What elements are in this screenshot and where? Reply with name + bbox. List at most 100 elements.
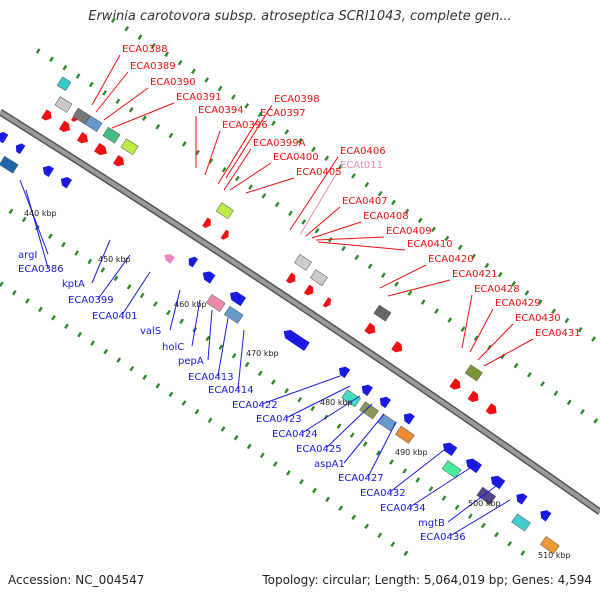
track-dot [460,326,466,332]
track-dot [271,120,276,126]
track-dot [524,290,530,296]
track-dot [100,267,106,273]
coordinate-tick-label: 500 kbp [468,499,501,508]
track-dot [480,522,486,529]
track-dot [312,487,317,494]
track-dot [137,34,143,40]
reverse-gene-arrow [188,256,199,268]
reverse-gene-arrow [361,384,373,396]
track-dot [591,336,597,342]
track-dot [126,284,132,290]
reverse-gene-label: ECA0386 [18,264,64,275]
label-leader-line [389,449,445,493]
coordinate-dot-tracks [0,17,599,556]
track-dot [381,272,386,278]
track-dot [484,262,490,269]
track-dot [336,423,342,429]
forward-gene-label: ECA0394 [198,105,244,116]
reverse-gene-label: ECA0424 [272,429,318,440]
forward-gene-box [102,126,121,144]
track-dot [244,361,250,368]
forward-gene-arrow [58,120,71,132]
track-dot [447,317,453,323]
track-dot [168,132,174,139]
label-leader-line [289,156,339,231]
track-dot [90,340,95,346]
label-leader-line [261,375,341,405]
reverse-gene-label: ECA0434 [380,503,426,514]
track-dot [377,190,383,197]
track-dot [179,318,184,324]
reverse-gene-label: ECA0414 [208,385,254,396]
forward-gene-arrow [364,322,376,335]
track-dot [362,441,368,447]
reverse-gene-label: ECA0399 [68,295,114,306]
label-leader-line [225,104,273,179]
label-leader-line [25,189,49,269]
forward-gene-arrow [112,154,125,167]
track-dot [467,513,473,520]
track-dot [497,271,503,278]
reverse-gene-arrow [490,475,506,490]
reverse-gene-arrow [379,396,391,409]
track-dot [297,137,303,144]
track-dot [444,235,450,242]
track-dot [457,244,463,251]
label-leader-line [343,413,385,464]
forward-gene-label: ECA0405 [296,167,342,178]
track-dot [235,175,240,182]
forward-gene-label: ECA0399A [253,138,306,149]
forward-gene-box [294,254,312,271]
track-dot [220,426,226,432]
label-leader-line [91,54,121,106]
track-dot [207,417,213,424]
forward-gene-label: ECA0398 [274,94,320,105]
forward-gene-label: ECA0390 [150,77,196,88]
forward-gene-label: ECA0397 [260,108,306,119]
label-leader-line [217,317,229,377]
track-dot [204,77,210,83]
track-dot [513,362,519,369]
label-leader-line [449,499,511,537]
track-dot [166,309,171,316]
label-leader-line [91,239,111,284]
label-leader-line [461,294,473,349]
forward-gene-arrow [449,378,461,390]
track-dot [553,390,559,396]
track-dot [153,301,158,307]
label-leader-line [325,403,373,449]
reverse-gene-arrow [15,143,26,155]
track-dot [142,115,147,122]
reverse-gene-labels: argIECA0386kptAECA0399ECA0401valSholCpep… [18,250,466,543]
track-dot [155,383,161,389]
forward-gene-label: ECAt011 [340,160,383,171]
forward-gene-arrow [322,297,332,308]
track-dot [394,281,399,287]
label-leader-line [95,71,129,113]
track-dot [284,129,290,135]
track-dot [351,173,356,179]
track-dot [441,495,447,501]
reverse-gene-box [540,536,560,555]
track-dot [537,299,543,305]
track-dot [21,216,27,223]
forward-gene-label: ECA0431 [535,328,581,339]
label-leader-line [217,118,259,185]
track-dot [272,461,278,467]
accession-text: Accession: NC_004547 [8,573,145,587]
forward-gene-arrow [467,390,479,403]
label-leader-line [111,102,175,129]
track-dot [511,281,517,287]
track-dot [151,42,156,49]
forward-gene-label: ECA0400 [273,152,319,163]
label-leader-line [229,162,272,191]
track-dot [431,226,436,233]
reverse-gene-label: ECA0427 [338,473,384,484]
reverse-gene-arrow [60,177,73,189]
track-dot [325,496,331,503]
track-dot [274,201,280,208]
forward-gene-label: ECA0388 [122,44,168,55]
forward-gene-label: ECA0406 [340,146,386,157]
track-dot [128,107,134,113]
